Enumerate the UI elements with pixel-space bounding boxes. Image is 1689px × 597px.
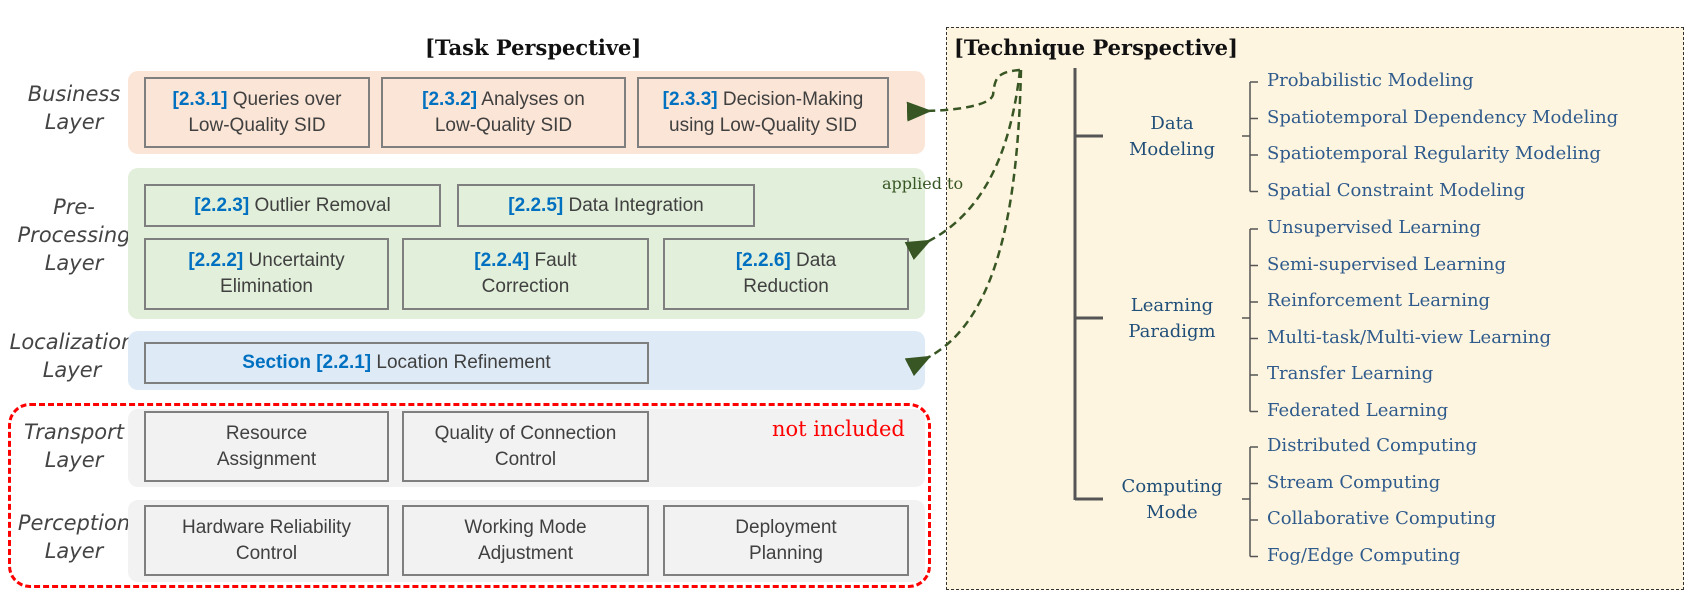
section-ref: [2.3.2]: [422, 88, 478, 110]
section-ref: [2.2.2]: [188, 250, 244, 271]
box-text: Decision-Making: [717, 88, 864, 110]
layer-label-line: Layer: [44, 110, 104, 134]
box-text: Low-Quality SID: [434, 114, 573, 136]
technique-item: Stream Computing: [1267, 471, 1441, 493]
business-layer-band: [128, 71, 925, 154]
category-learning-paradigm: Learning Paradigm: [1112, 293, 1232, 345]
category-line: Computing: [1121, 476, 1223, 497]
category-line: Data: [1150, 113, 1194, 134]
box-text: Hardware Reliability: [182, 516, 351, 538]
box-text: Control: [235, 542, 298, 564]
layer-label-line: Transport: [24, 420, 124, 444]
technique-perspective-panel: [946, 27, 1684, 590]
not-included-label: not included: [772, 417, 905, 441]
box-text: Planning: [749, 542, 823, 564]
layer-label-line: Pre-: [53, 195, 95, 219]
technique-perspective-title: [Technique Perspective]: [954, 35, 1238, 60]
not-included-region: [8, 403, 931, 588]
perception-layer-band: [128, 500, 925, 582]
box-text: Quality of Connection: [434, 422, 617, 444]
layer-label-perception: Perception Layer: [10, 509, 138, 565]
category-line: Learning: [1130, 295, 1214, 316]
category-line: Mode: [1146, 502, 1198, 523]
technique-item: Unsupervised Learning: [1267, 217, 1481, 238]
box-text: Data: [790, 250, 837, 271]
box-text: Control: [494, 448, 557, 470]
box-text: Resource: [225, 422, 308, 444]
layer-label-line: Layer: [44, 539, 104, 563]
category-computing-mode: Computing Mode: [1112, 474, 1232, 526]
box-text: Outlier Removal: [249, 194, 391, 216]
technique-item: Spatial Constraint Modeling: [1267, 179, 1526, 201]
applied-to-label: applied to: [882, 174, 964, 193]
technique-item: Spatiotemporal Regularity Modeling: [1267, 143, 1601, 164]
section-ref: [2.3.1]: [172, 88, 228, 110]
section-ref: [2.3.3]: [662, 88, 718, 110]
layer-label-line: Processing: [17, 223, 131, 247]
technique-item: Transfer Learning: [1267, 363, 1434, 384]
layer-label-line: Layer: [44, 448, 104, 472]
technique-item: Spatiotemporal Dependency Modeling: [1267, 106, 1619, 128]
technique-item: Federated Learning: [1267, 399, 1449, 421]
preprocessing-layer-band: [128, 168, 925, 319]
layer-label-line: Business: [27, 82, 121, 106]
box-text: Location Refinement: [371, 352, 551, 373]
box-text: using Low-Quality SID: [669, 114, 857, 136]
section-ref: [2.2.4]: [474, 250, 530, 271]
box-text: Analyses on: [477, 88, 585, 110]
section-ref: Section [2.2.1]: [242, 352, 372, 373]
technique-item: Distributed Computing: [1267, 435, 1478, 456]
technique-item: Multi-task/Multi-view Learning: [1267, 326, 1551, 348]
box-text: Low-Quality SID: [188, 114, 326, 136]
box-text: Fault: [529, 250, 577, 271]
section-ref: [2.2.6]: [735, 250, 791, 271]
technique-item: Fog/Edge Computing: [1267, 544, 1461, 566]
layer-label-line: Layer: [44, 251, 104, 275]
localization-layer-band: [128, 331, 925, 390]
technique-item: Reinforcement Learning: [1267, 290, 1491, 311]
category-line: Paradigm: [1128, 321, 1216, 342]
layer-label-transport: Transport Layer: [10, 418, 138, 474]
layer-label-line: Perception: [17, 511, 131, 535]
technique-item: Semi-supervised Learning: [1267, 253, 1506, 275]
box-text: Assignment: [216, 448, 317, 470]
section-ref: [2.2.5]: [508, 194, 564, 216]
box-text: Reduction: [743, 276, 829, 297]
task-perspective-title: [Task Perspective]: [425, 35, 642, 60]
box-text: Deployment: [735, 516, 837, 538]
box-text: Elimination: [220, 276, 313, 297]
layer-label-preprocessing: Pre- Processing Layer: [10, 193, 138, 277]
technique-item: Probabilistic Modeling: [1267, 70, 1474, 91]
category-line: Modeling: [1128, 139, 1216, 160]
box-text: Adjustment: [477, 542, 574, 564]
layer-label-line: Layer: [42, 358, 102, 382]
task-box-2-3-2[interactable]: [2.3.2] Analyses on Low-Quality SID: [381, 77, 626, 148]
box-text: Data Integration: [563, 194, 704, 216]
box-text: Working Mode: [464, 516, 587, 538]
task-box-2-2-5[interactable]: [2.2.5] Data Integration: [457, 184, 755, 227]
transport-layer-band: [128, 409, 925, 487]
box-text: Uncertainty: [243, 250, 345, 271]
task-box-2-3-3[interactable]: [2.3.3] Decision-Making using Low-Quality…: [637, 77, 889, 148]
layer-label-business: Business Layer: [10, 80, 138, 136]
layer-label-localization: Localization Layer: [8, 328, 136, 384]
layer-label-line: Localization: [9, 330, 135, 354]
task-box-2-2-1[interactable]: Section [2.2.1] Location Refinement: [144, 342, 649, 384]
box-text: Queries over: [227, 88, 342, 110]
technique-item: Collaborative Computing: [1267, 508, 1496, 529]
task-box-2-2-3[interactable]: [2.2.3] Outlier Removal: [144, 184, 441, 227]
category-data-modeling: Data Modeling: [1112, 111, 1232, 163]
section-ref: [2.2.3]: [194, 194, 250, 216]
box-text: Correction: [481, 276, 570, 297]
